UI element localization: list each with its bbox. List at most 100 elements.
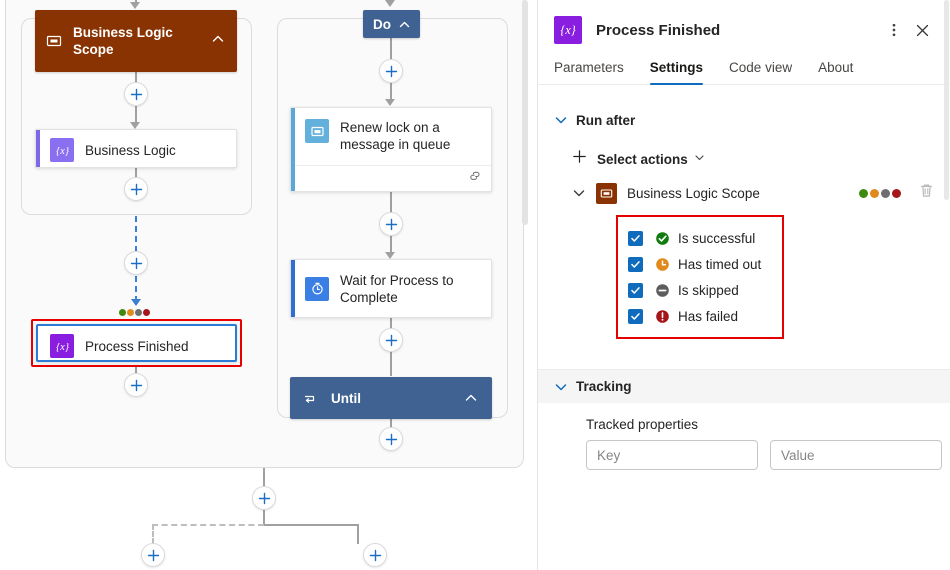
tracked-value-input[interactable] [770,440,942,470]
status-option-is-skipped[interactable]: Is skipped [618,277,782,303]
section-run-after[interactable]: Run after [538,103,950,137]
status-dot-skipped [881,188,890,198]
checkbox-has-failed[interactable] [628,308,643,324]
connector-segment [263,468,265,488]
node-business-logic-scope[interactable]: Business Logic Scope [35,10,237,72]
service-bus-icon [305,119,329,143]
status-option-is-successful[interactable]: Is successful [618,225,782,251]
success-check-icon [654,230,670,246]
add-action-button-6[interactable] [379,212,403,236]
add-action-button-4[interactable] [124,373,148,397]
node-title: Business Logic Scope [73,25,173,57]
checkbox-is-successful[interactable] [628,230,643,246]
connector-segment [390,83,392,101]
connector-segment [135,168,137,181]
status-dot-succeeded [119,309,126,316]
timeout-clock-icon [654,256,670,272]
add-action-button-2[interactable] [124,177,148,201]
connector-segment [390,419,392,428]
plus-icon [572,149,587,169]
connector-branch-right-down [357,524,359,544]
scope-icon [596,182,617,204]
more-vertical-icon[interactable] [880,16,908,44]
add-action-button-3[interactable] [124,251,148,275]
connector-segment [135,106,137,123]
connector-segment [390,318,392,334]
connector-runafter-dashed [135,276,137,302]
add-action-button-5[interactable] [379,59,403,83]
panel-title: Process Finished [596,21,721,39]
add-action-button-11[interactable] [141,543,165,567]
retry-loop-icon[interactable] [469,169,483,188]
node-renew-lock[interactable]: Renew lock on a message in queue [290,107,492,192]
tab-settings[interactable]: Settings [649,60,704,85]
workflow-canvas[interactable]: Business Logic Scope {x} [0,0,537,570]
node-title: Do [373,16,391,32]
connector-segment [390,236,392,254]
connector-arrow [385,99,395,106]
delay-clock-icon [305,276,329,301]
node-until-header[interactable]: Until [290,377,492,419]
panel-scrollbar[interactable] [944,0,949,200]
chevron-up-icon[interactable] [462,391,480,405]
panel-tabs: Parameters Settings Code view About [538,44,950,85]
select-actions-button[interactable]: Select actions [572,149,950,169]
connector-segment [390,352,392,376]
node-business-logic[interactable]: {x} Business Logic [35,129,237,168]
compose-variable-icon: {x} [50,138,74,162]
select-actions-label: Select actions [597,151,688,167]
run-after-status-dots [859,188,901,198]
add-action-button-8[interactable] [379,427,403,451]
node-title: Renew lock on a message in queue [340,120,451,152]
node-process-finished[interactable]: {x} Process Finished [36,324,237,362]
tab-about[interactable]: About [818,60,854,75]
add-action-button-9[interactable] [252,486,276,510]
checkbox-has-timed-out[interactable] [628,256,643,272]
add-action-button-1[interactable] [124,82,148,106]
tracked-key-input[interactable] [586,440,758,470]
status-dot-timedout [127,309,134,316]
chevron-down-icon[interactable] [554,113,576,127]
add-action-button-7[interactable] [379,328,403,352]
chevron-down-icon[interactable] [554,380,576,394]
status-dot-failed [892,188,901,198]
node-do-header[interactable]: Do [363,10,420,38]
node-title: Process Finished [85,338,189,354]
checkbox-is-skipped[interactable] [628,282,643,298]
connector-branch-left-dashed [152,524,264,526]
compose-variable-icon: {x} [554,16,582,44]
connector-arrow [385,252,395,259]
scope-icon [43,30,65,52]
connector-runafter-dashed [135,216,137,252]
status-label: Is successful [678,230,756,246]
tab-code-view[interactable]: Code view [729,60,793,75]
section-title: Tracking [576,379,632,394]
close-icon[interactable] [908,16,936,44]
connector-arrow-blue [131,299,141,306]
section-title: Run after [576,112,636,128]
node-title: Until [331,390,361,406]
status-option-has-failed[interactable]: Has failed [618,303,782,329]
canvas-scrollbar[interactable] [522,0,528,225]
status-label: Is skipped [678,282,739,298]
connector-segment [263,510,265,525]
connector-arrow [385,0,395,7]
chevron-up-icon[interactable] [395,18,413,31]
add-action-button-10[interactable] [363,543,387,567]
status-dot-timedout [870,188,879,198]
node-wait-for-process[interactable]: Wait for Process to Complete [290,259,492,318]
tracked-properties-label: Tracked properties [586,417,699,432]
chevron-down-icon[interactable] [572,186,596,200]
status-label: Has failed [678,308,739,324]
chevron-up-icon[interactable] [211,32,227,51]
connector-arrow [130,122,140,129]
tab-parameters[interactable]: Parameters [554,60,624,75]
trash-icon[interactable] [917,181,936,205]
status-option-has-timed-out[interactable]: Has timed out [618,251,782,277]
card-accent [291,108,295,191]
status-label: Has timed out [678,256,762,272]
connector-arrow [130,2,140,9]
section-tracking[interactable]: Tracking [538,369,950,403]
svg-text:{x}: {x} [55,146,69,157]
